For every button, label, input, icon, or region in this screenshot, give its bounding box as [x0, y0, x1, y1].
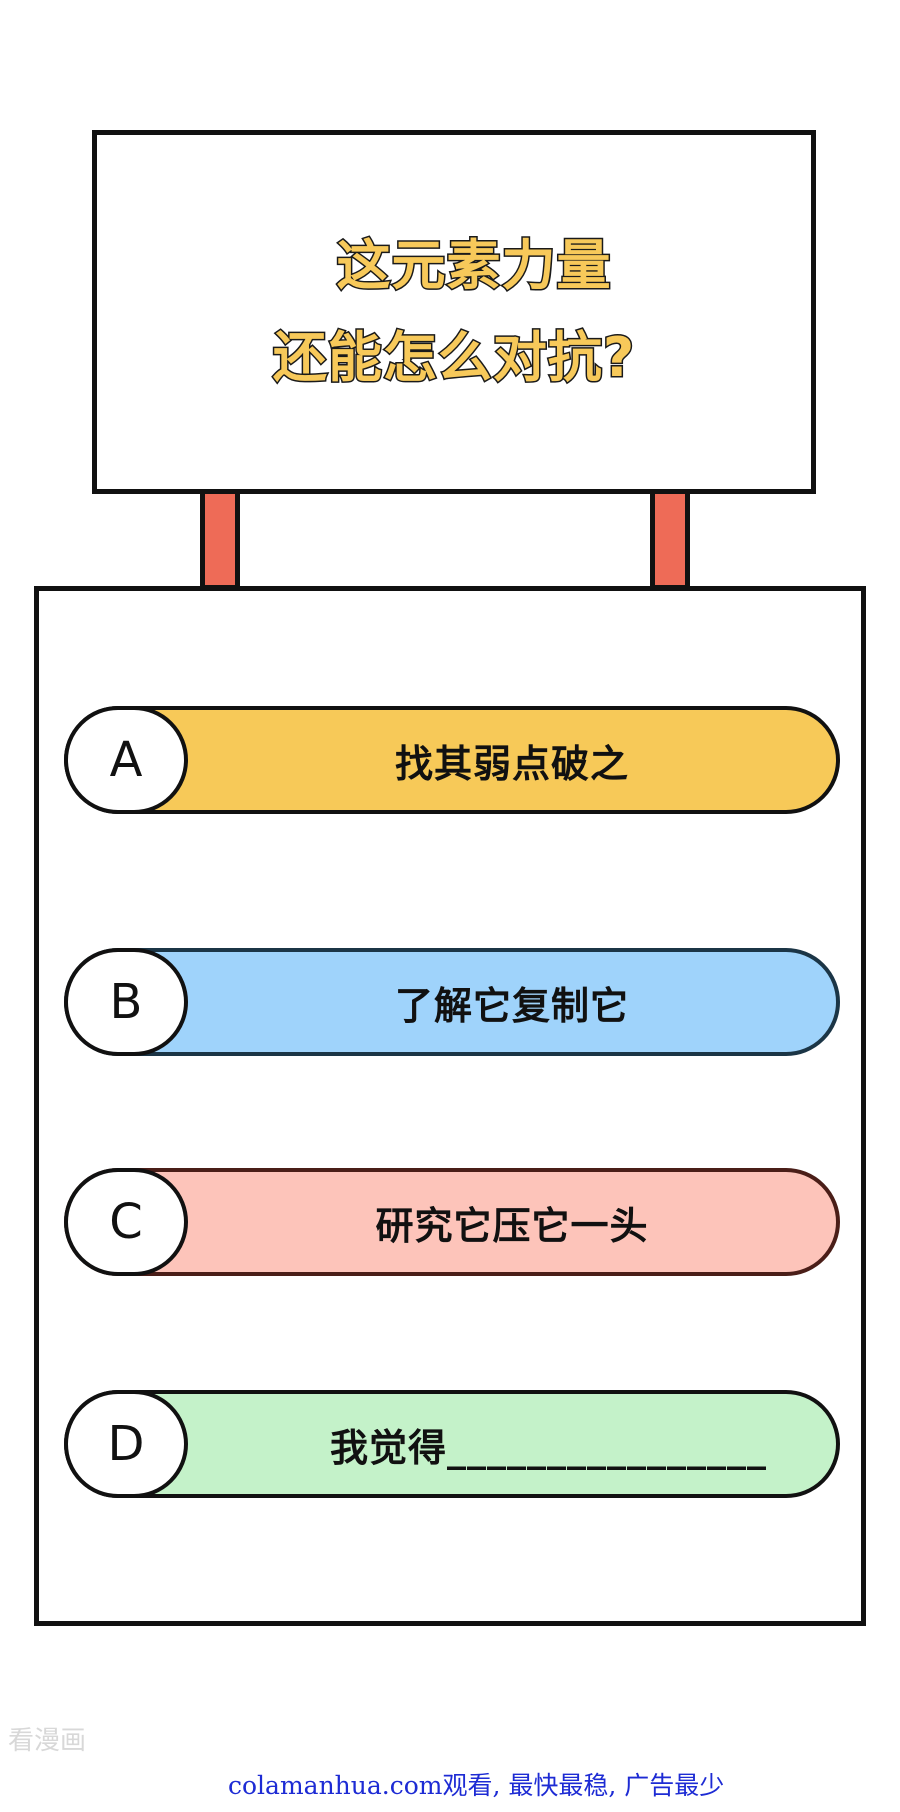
option-c-text: 研究它压它一头 [375, 1203, 649, 1248]
option-a-text: 找其弱点破之 [394, 741, 629, 786]
option-c-letter: C [64, 1168, 188, 1276]
option-d-text: 我觉得________________ [330, 1425, 768, 1470]
sign-post-right [650, 494, 690, 590]
option-d-letter: D [64, 1390, 188, 1498]
question-sign-board: 这元素力量 还能怎么对抗? [92, 130, 816, 494]
option-b-text: 了解它复制它 [394, 983, 629, 1028]
option-b-letter: B [64, 948, 188, 1056]
sign-post-left [200, 494, 240, 590]
question-title-line-1: 这元素力量 [335, 233, 612, 299]
option-b-button[interactable]: B 了解它复制它 [64, 948, 840, 1056]
option-a-letter: A [64, 706, 188, 814]
watermark-logo: 看漫画 [8, 1726, 87, 1756]
option-c-button[interactable]: C 研究它压它一头 [64, 1168, 840, 1276]
question-title-line-2: 还能怎么对抗? [271, 325, 636, 391]
option-a-button[interactable]: A 找其弱点破之 [64, 706, 840, 814]
option-d-button[interactable]: D 我觉得________________ [64, 1390, 840, 1498]
footer-notice: colamanhua.com观看, 最快最稳, 广告最少 [228, 1771, 725, 1800]
